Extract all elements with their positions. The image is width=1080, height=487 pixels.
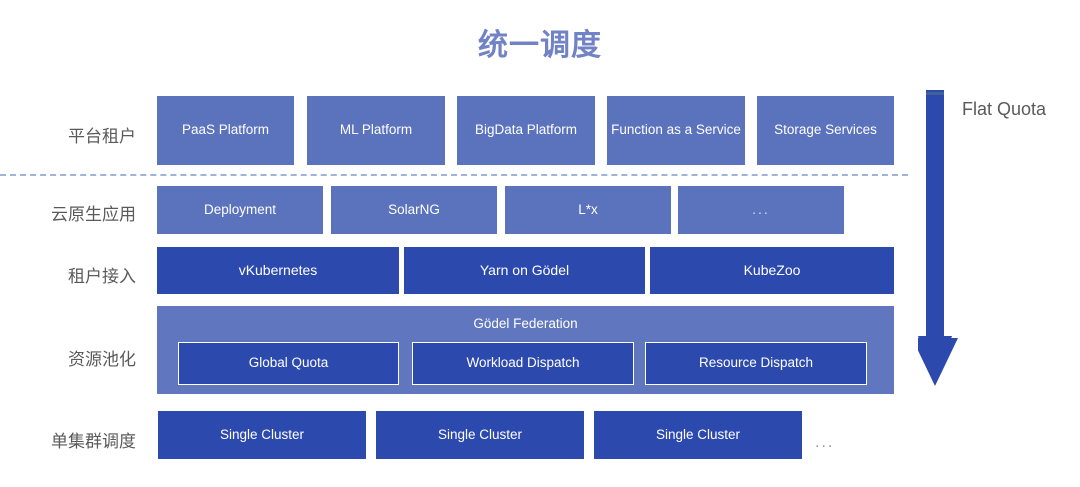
page-title: 统一调度 [478, 29, 602, 62]
box-workload-dispatch[interactable]: Workload Dispatch [412, 342, 634, 385]
down-arrow-icon [912, 90, 958, 386]
box-yarn-on-godel[interactable]: Yarn on Gödel [403, 246, 646, 295]
box-lx[interactable]: L*x [504, 185, 672, 235]
row-label-cloud-native-apps: 云原生应用 [51, 205, 136, 224]
box-vkubernetes[interactable]: vKubernetes [156, 246, 400, 295]
box-single-cluster-1[interactable]: Single Cluster [157, 410, 367, 460]
box-single-cluster-2[interactable]: Single Cluster [375, 410, 585, 460]
row-label-tenant-access: 租户接入 [68, 267, 136, 286]
box-ml-platform[interactable]: ML Platform [306, 95, 446, 166]
box-resource-dispatch[interactable]: Resource Dispatch [645, 342, 867, 385]
box-global-quota[interactable]: Global Quota [178, 342, 399, 385]
box-more-apps[interactable]: ... [677, 185, 845, 235]
row-label-resource-pooling: 资源池化 [68, 350, 136, 369]
row-label-single-cluster-scheduling: 单集群调度 [51, 432, 136, 451]
box-solarng[interactable]: SolarNG [330, 185, 498, 235]
tier-divider [0, 174, 908, 176]
godel-federation-title: Gödel Federation [473, 316, 578, 331]
box-storage-services[interactable]: Storage Services [756, 95, 895, 166]
box-function-as-a-service[interactable]: Function as a Service [606, 95, 746, 166]
box-paas-platform[interactable]: PaaS Platform [156, 95, 295, 166]
box-single-cluster-3[interactable]: Single Cluster [593, 410, 803, 460]
row-label-platform-tenant: 平台租户 [68, 127, 136, 146]
flat-quota-arrow [912, 90, 962, 386]
flat-quota-label: Flat Quota [962, 99, 1047, 119]
box-deployment[interactable]: Deployment [156, 185, 324, 235]
single-cluster-ellipsis: ... [815, 434, 835, 451]
box-bigdata-platform[interactable]: BigData Platform [456, 95, 596, 166]
box-kubezoo[interactable]: KubeZoo [649, 246, 895, 295]
